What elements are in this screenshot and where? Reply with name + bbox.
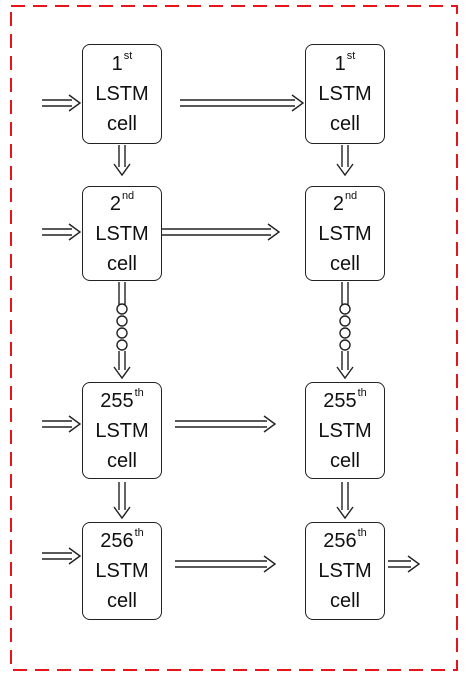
- cell-ordinal-suffix: nd: [121, 189, 135, 202]
- cell-index: 256th: [323, 526, 367, 556]
- link-arrow-row4-head: [263, 555, 277, 573]
- cell-number: 256: [100, 530, 134, 552]
- ellipsis-dot-col1-1: [116, 303, 128, 315]
- cell-index: 2nd: [333, 189, 357, 219]
- cell-number: 1: [111, 53, 123, 75]
- ellipsis-dot-col2-4: [339, 339, 351, 351]
- output-arrow-head: [407, 555, 421, 573]
- cell-number: 256: [323, 530, 357, 552]
- cell-word-label: cell: [329, 449, 360, 472]
- cell-ordinal-suffix: th: [357, 527, 367, 539]
- ellipsis-dot-col2-1: [339, 303, 351, 315]
- down-arrow-col2-r3-head: [336, 506, 354, 520]
- down-arrow-col2-r2-head: [336, 366, 354, 380]
- ellipsis-dot-col1-4: [116, 339, 128, 351]
- cell-number: 2: [109, 192, 121, 215]
- cell-number: 255: [100, 389, 134, 412]
- cell-type-label: LSTM: [95, 419, 149, 442]
- cell-index: 2nd: [110, 189, 134, 219]
- cell-word-label: cell: [329, 590, 360, 612]
- down-arrow-col1-r2-head: [113, 366, 131, 380]
- down-arrow-col2-r1-head: [336, 163, 354, 177]
- link-arrow-row1-head: [291, 94, 305, 112]
- cell-type-label: LSTM: [95, 83, 149, 105]
- cell-word-label: cell: [106, 113, 137, 135]
- cell-ordinal-suffix: th: [134, 527, 144, 539]
- cell-index: 256th: [100, 526, 144, 556]
- cell-word-label: cell: [329, 113, 360, 135]
- cell-ordinal-suffix: st: [346, 50, 356, 62]
- cell-number: 2: [332, 192, 344, 215]
- input-arrow-row4-head: [68, 547, 82, 565]
- cell-index: 255th: [323, 386, 367, 416]
- cell-index: 1st: [112, 49, 133, 79]
- ellipsis-dot-col1-3: [116, 327, 128, 339]
- cell-index: 1st: [335, 49, 356, 79]
- cell-type-label: LSTM: [95, 560, 149, 582]
- ellipsis-dot-col1-2: [116, 315, 128, 327]
- cell-type-label: LSTM: [95, 222, 149, 245]
- input-arrow-row2-head: [68, 223, 82, 241]
- link-arrow-row2-head: [267, 223, 281, 241]
- cell-word-label: cell: [106, 449, 137, 472]
- cell-word-label: cell: [106, 252, 137, 275]
- cell-index: 255th: [100, 386, 144, 416]
- cell-ordinal-suffix: nd: [344, 189, 358, 202]
- input-arrow-row3-head: [68, 415, 82, 433]
- cell-type-label: LSTM: [318, 222, 372, 245]
- cell-ordinal-suffix: th: [134, 386, 144, 399]
- cell-type-label: LSTM: [318, 419, 372, 442]
- down-arrow-col1-r3-head: [113, 506, 131, 520]
- cell-word-label: cell: [106, 590, 137, 612]
- ellipsis-dot-col2-3: [339, 327, 351, 339]
- cell-ordinal-suffix: st: [123, 50, 133, 62]
- cell-number: 255: [323, 389, 357, 412]
- cell-type-label: LSTM: [318, 560, 372, 582]
- cell-number: 1: [334, 53, 346, 75]
- down-arrow-col1-r1-head: [113, 163, 131, 177]
- ellipsis-dot-col2-2: [339, 315, 351, 327]
- link-arrow-row3-head: [263, 415, 277, 433]
- input-arrow-row1-head: [68, 94, 82, 112]
- cell-ordinal-suffix: th: [357, 386, 367, 399]
- cell-type-label: LSTM: [318, 83, 372, 105]
- cell-word-label: cell: [329, 252, 360, 275]
